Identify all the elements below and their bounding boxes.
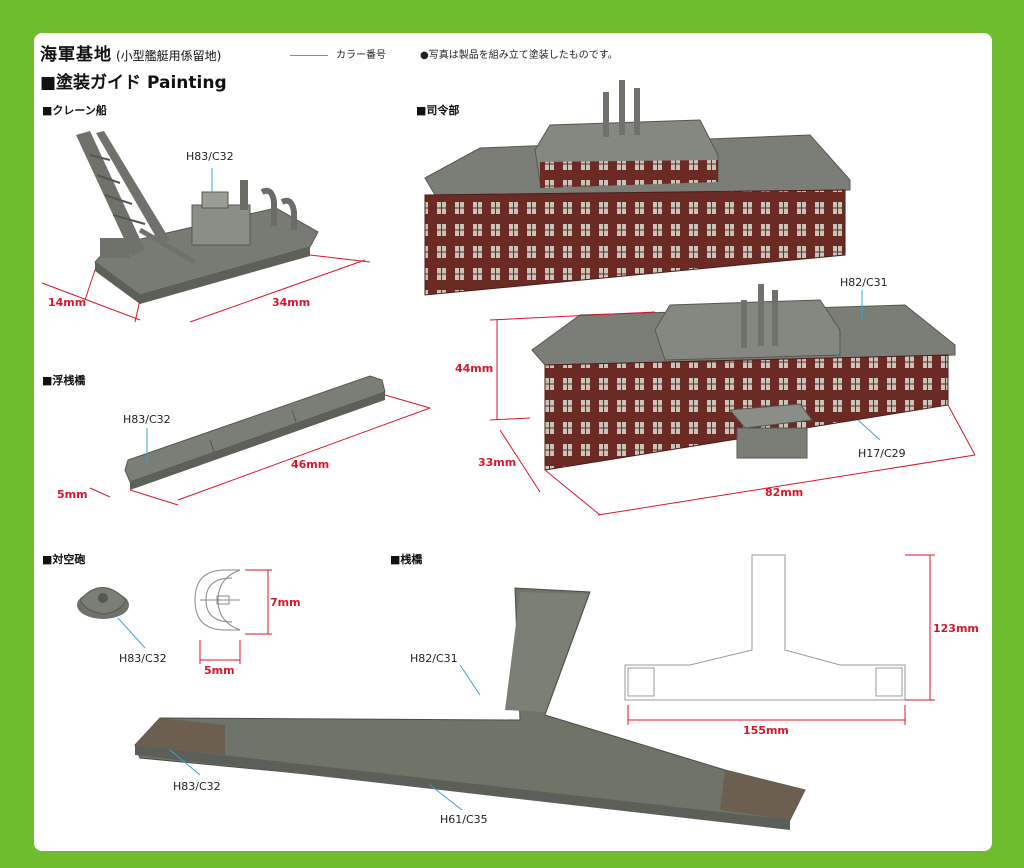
section-aa-gun: ■対空砲 [42, 553, 86, 566]
aa-gun-model [77, 587, 129, 619]
hq-model-bottom [531, 284, 956, 471]
aa-gun-width: 5mm [204, 664, 235, 677]
hq-height: 44mm [455, 362, 494, 375]
page-subtitle: (小型艦艇用係留地) [116, 49, 222, 63]
floating-pier-color-code: H83/C32 [123, 413, 171, 426]
hq-roof-color-code: H82/C31 [840, 276, 888, 289]
pier-width: 155mm [743, 724, 789, 737]
section-hq: ■司令部 [416, 104, 460, 117]
page-title: 海軍基地(小型艦艇用係留地) [40, 45, 222, 65]
pier-model [134, 587, 806, 830]
section-crane-ship: ■クレーン船 [42, 104, 107, 117]
color-legend: カラー番号 [290, 46, 386, 61]
pier-side-leader [429, 784, 463, 811]
floating-pier-dimensions [89, 394, 431, 506]
crane-ship-model [76, 131, 319, 304]
section-pier: ■桟橋 [390, 553, 423, 566]
crane-ship-color-code: H83/C32 [186, 150, 234, 163]
hq-dimensions [489, 311, 976, 516]
hq-width: 82mm [765, 486, 804, 499]
aa-gun-height: 7mm [270, 596, 301, 609]
pier-side-color-code: H61/C35 [440, 813, 488, 826]
aa-gun-leader [117, 617, 146, 649]
aa-gun-diagram [194, 569, 241, 631]
pier-end-leader [169, 749, 201, 776]
photo-note: ●写真は製品を組み立て塗装したものです。 [420, 50, 618, 61]
section-floating-pier: ■浮桟橋 [42, 374, 86, 387]
aa-gun-color-code: H83/C32 [119, 652, 167, 665]
legend-line-icon [290, 54, 328, 56]
pier-end-color-code: H83/C32 [173, 780, 221, 793]
pier-dimensions [627, 554, 935, 725]
pier-top-leader [459, 664, 481, 696]
crane-ship-dimensions [41, 254, 371, 323]
aa-gun-dimensions [199, 569, 272, 664]
hq-model-top [424, 80, 851, 296]
floating-pier-length: 46mm [291, 458, 330, 471]
pier-top-color-code: H82/C31 [410, 652, 458, 665]
crane-ship-width: 14mm [48, 296, 87, 309]
floating-pier-width: 5mm [57, 488, 88, 501]
hq-wall-leader [857, 419, 881, 441]
crane-ship-length: 34mm [272, 296, 311, 309]
floating-pier-model [124, 375, 386, 490]
hq-depth: 33mm [478, 456, 517, 469]
painting-guide-heading: ■塗装ガイド Painting [40, 73, 227, 93]
hq-wall-color-code: H17/C29 [858, 447, 906, 460]
pier-diagram [624, 554, 906, 701]
pier-height: 123mm [933, 622, 979, 635]
